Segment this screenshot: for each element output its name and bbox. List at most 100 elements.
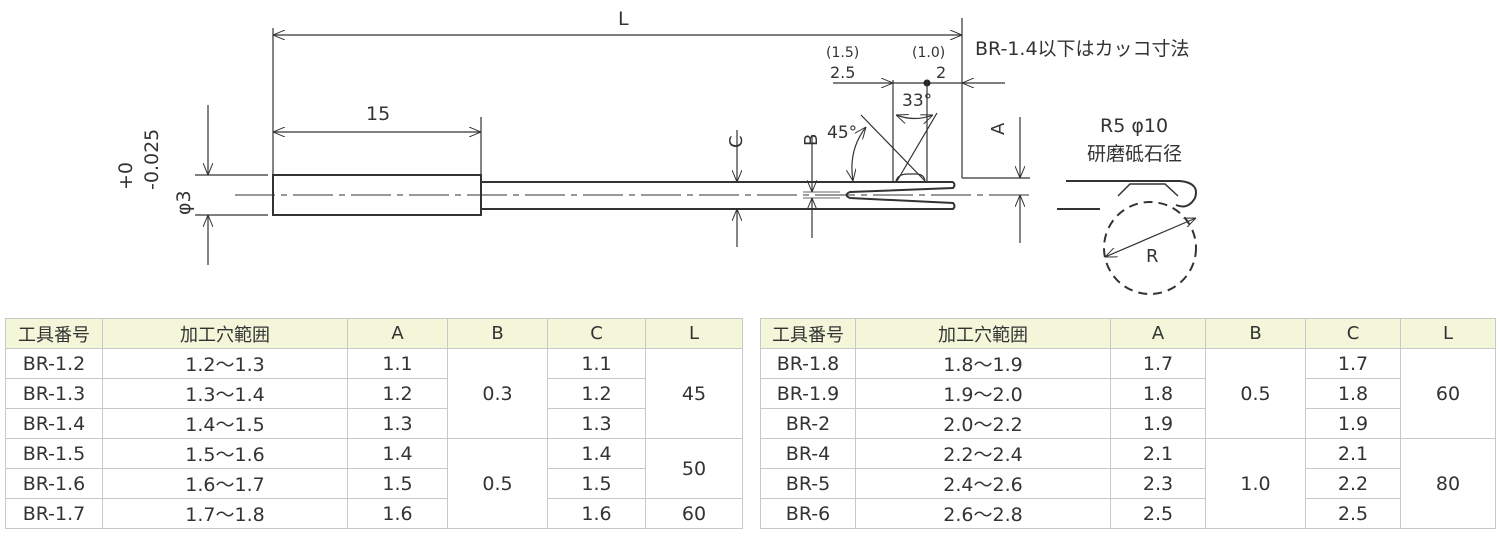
header-tool-no: 工具番号 (5, 318, 103, 349)
cell-C: 2.5 (1305, 498, 1401, 529)
label-L: L (618, 8, 629, 30)
label-15: 15 (366, 103, 390, 125)
cell-C: 1.2 (547, 378, 646, 409)
spec-table-1: 工具番号 加工穴範囲 A B C L BR-1.2 1.2～1.3 1.1 0.… (5, 318, 743, 529)
cell-A: 1.6 (347, 498, 448, 529)
label-tol-minus: -0.025 (141, 129, 163, 190)
tool-drawing: L BR-1.4以下はカッコ寸法 (1.5) 2.5 (1.0) 2 33° 4… (115, 8, 1500, 295)
label-1-0: (1.0) (912, 45, 945, 61)
cell-C: 1.8 (1305, 378, 1401, 409)
table-row: BR-1.5 1.5～1.6 1.4 0.5 1.4 50 (5, 438, 743, 529)
header-B: B (447, 318, 548, 349)
dimension-tip: (1.5) 2.5 (1.0) 2 33° 45° (826, 45, 1005, 182)
table-row: BR-2 2.0～2.2 1.9 1.9 (760, 408, 1496, 439)
cell-C: 1.1 (547, 348, 646, 379)
table-header: 工具番号 加工穴範囲 A B C L (760, 318, 1496, 349)
table-row: BR-4 2.2～2.4 2.1 1.0 2.1 80 (760, 438, 1496, 529)
table-row: BR-1.3 1.3～1.4 1.2 1.2 (5, 378, 743, 409)
table-header: 工具番号 加工穴範囲 A B C L (5, 318, 743, 349)
cell-C: 1.7 (1305, 348, 1401, 379)
label-A: A (988, 122, 1009, 135)
header-tool-no: 工具番号 (760, 318, 856, 349)
cell-L: 60 (645, 498, 743, 529)
cell-A: 1.2 (347, 378, 448, 409)
label-wheel-spec: R5 φ10 (1100, 115, 1168, 137)
cell-C: 1.3 (547, 408, 646, 439)
label-R: R (1146, 246, 1159, 267)
cell-tool: BR-4 (760, 438, 856, 469)
cell-range: 1.8～1.9 (855, 348, 1111, 379)
cell-tool: BR-1.6 (5, 468, 103, 499)
label-2: 2 (936, 63, 946, 82)
table-row: BR-5 2.4～2.6 2.3 2.2 (760, 468, 1496, 499)
cell-tool: BR-1.2 (5, 348, 103, 379)
header-A: A (347, 318, 448, 349)
header-L: L (645, 318, 743, 349)
header-range: 加工穴範囲 (855, 318, 1111, 349)
header-C: C (1305, 318, 1401, 349)
label-B: B (801, 134, 822, 146)
cell-tool: BR-1.8 (760, 348, 856, 379)
header-B: B (1205, 318, 1306, 349)
label-phi3: φ3 (173, 190, 195, 215)
cell-B: 1.0 (1205, 438, 1306, 529)
cell-A: 1.1 (347, 348, 448, 379)
table-row: BR-1.2 1.2～1.3 1.1 0.3 1.1 45 (5, 348, 743, 439)
header-L: L (1400, 318, 1496, 349)
cell-A: 2.5 (1110, 498, 1206, 529)
spec-table-2: 工具番号 加工穴範囲 A B C L BR-1.8 1.8～1.9 1.7 0.… (760, 318, 1496, 529)
cell-L: 50 (645, 438, 743, 499)
cell-L: 45 (645, 348, 743, 439)
cell-A: 2.1 (1110, 438, 1206, 469)
cell-range: 2.4～2.6 (855, 468, 1111, 499)
cell-B: 0.5 (447, 438, 548, 529)
cell-range: 1.3～1.4 (102, 378, 348, 409)
dimension-C: C (726, 130, 747, 247)
note-parentheses: BR-1.4以下はカッコ寸法 (975, 38, 1190, 60)
cell-range: 1.4～1.5 (102, 408, 348, 439)
dimension-15: 15 (273, 103, 482, 175)
cell-A: 1.4 (347, 438, 448, 469)
cell-B: 0.3 (447, 348, 548, 439)
grinding-wheel-detail: R5 φ10 研磨砥石径 R (1057, 115, 1196, 295)
cell-range: 2.6～2.8 (855, 498, 1111, 529)
cell-tool: BR-1.4 (5, 408, 103, 439)
header-range: 加工穴範囲 (102, 318, 348, 349)
cell-range: 1.5～1.6 (102, 438, 348, 469)
cell-tool: BR-6 (760, 498, 856, 529)
cell-range: 2.2～2.4 (855, 438, 1111, 469)
cell-A: 1.5 (347, 468, 448, 499)
cell-C: 1.6 (547, 498, 646, 529)
cell-tool: BR-5 (760, 468, 856, 499)
table-row: BR-1.4 1.4～1.5 1.3 1.3 (5, 408, 743, 439)
dimension-L: L (272, 8, 963, 178)
table-row: BR-1.9 1.9～2.0 1.8 1.8 (760, 378, 1496, 409)
cell-L: 60 (1400, 348, 1496, 439)
cell-range: 1.7～1.8 (102, 498, 348, 529)
label-45deg: 45° (827, 123, 857, 143)
cell-L: 80 (1400, 438, 1496, 529)
table-row: BR-1.7 1.7～1.8 1.6 1.6 60 (5, 498, 743, 529)
header-A: A (1110, 318, 1206, 349)
cell-C: 2.1 (1305, 438, 1401, 469)
cell-tool: BR-1.7 (5, 498, 103, 529)
cell-tool: BR-1.9 (760, 378, 856, 409)
cell-C: 1.5 (547, 468, 646, 499)
cell-C: 2.2 (1305, 468, 1401, 499)
table-row: BR-1.8 1.8～1.9 1.7 0.5 1.7 60 (760, 348, 1496, 439)
label-1-5: (1.5) (826, 45, 859, 61)
dimension-phi3: φ3 +0 -0.025 (115, 105, 268, 265)
label-33deg: 33° (902, 91, 932, 111)
label-2-5: 2.5 (830, 63, 855, 82)
cell-tool: BR-1.3 (5, 378, 103, 409)
cell-A: 1.7 (1110, 348, 1206, 379)
label-C: C (726, 135, 747, 148)
header-C: C (547, 318, 646, 349)
cell-A: 1.8 (1110, 378, 1206, 409)
label-tol-plus: +0 (115, 162, 137, 190)
cell-range: 1.2～1.3 (102, 348, 348, 379)
cell-range: 1.9～2.0 (855, 378, 1111, 409)
cell-tool: BR-1.5 (5, 438, 103, 469)
cell-range: 1.6～1.7 (102, 468, 348, 499)
